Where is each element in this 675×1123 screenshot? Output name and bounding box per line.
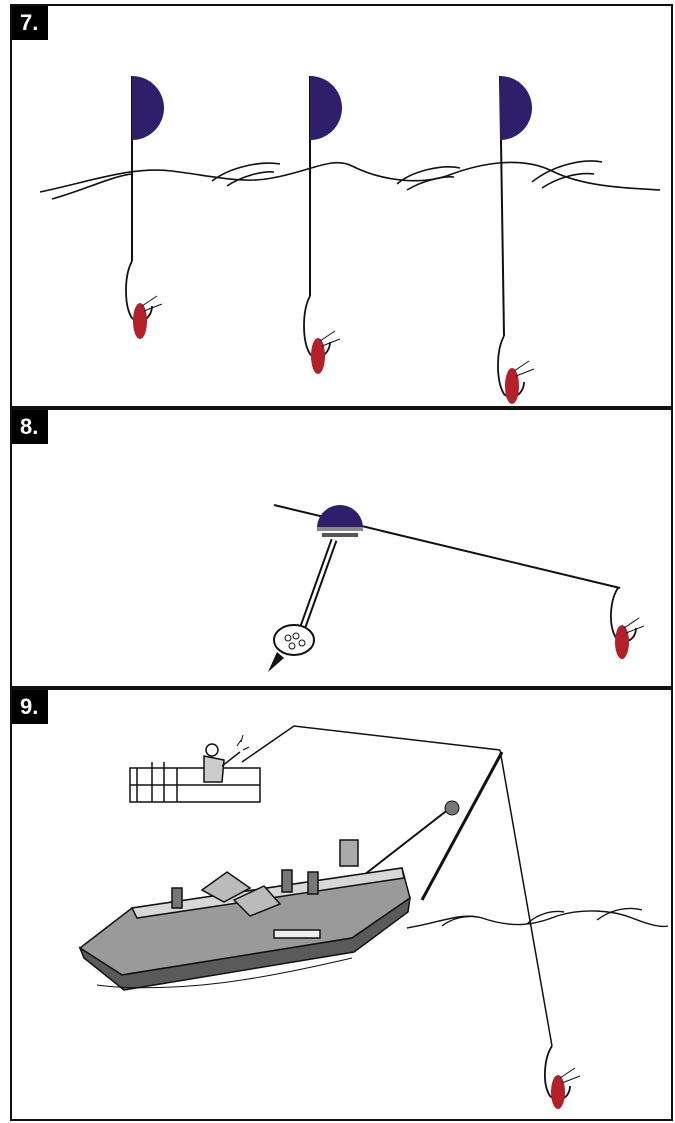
angler-on-dock-icon: [130, 735, 260, 802]
panel-9: 9.: [10, 688, 673, 1121]
drift-float-diagram: [12, 6, 673, 408]
boat-outrigger-diagram: [12, 690, 673, 1121]
panel-7: 7.: [10, 4, 673, 408]
float-icon: [500, 76, 532, 336]
boat-icon: [80, 840, 410, 990]
water-surface: [407, 908, 668, 928]
hook-with-shrimp-icon: [545, 1046, 580, 1109]
outrigger-pole: [422, 752, 502, 900]
hook-with-shrimp-icon: [611, 588, 644, 659]
landing-net-icon: [268, 540, 334, 672]
hook-with-shrimp-icon: [304, 296, 340, 374]
float-icon: [132, 76, 164, 261]
drop-line: [500, 750, 552, 1046]
float-icon: [317, 505, 363, 537]
float-icon: [310, 76, 342, 296]
float-retrieval-diagram: [12, 410, 673, 688]
hook-with-shrimp-icon: [126, 261, 162, 339]
hook-with-shrimp-icon: [498, 336, 534, 404]
fishing-line: [242, 726, 500, 762]
panel-8: 8.: [10, 408, 673, 688]
